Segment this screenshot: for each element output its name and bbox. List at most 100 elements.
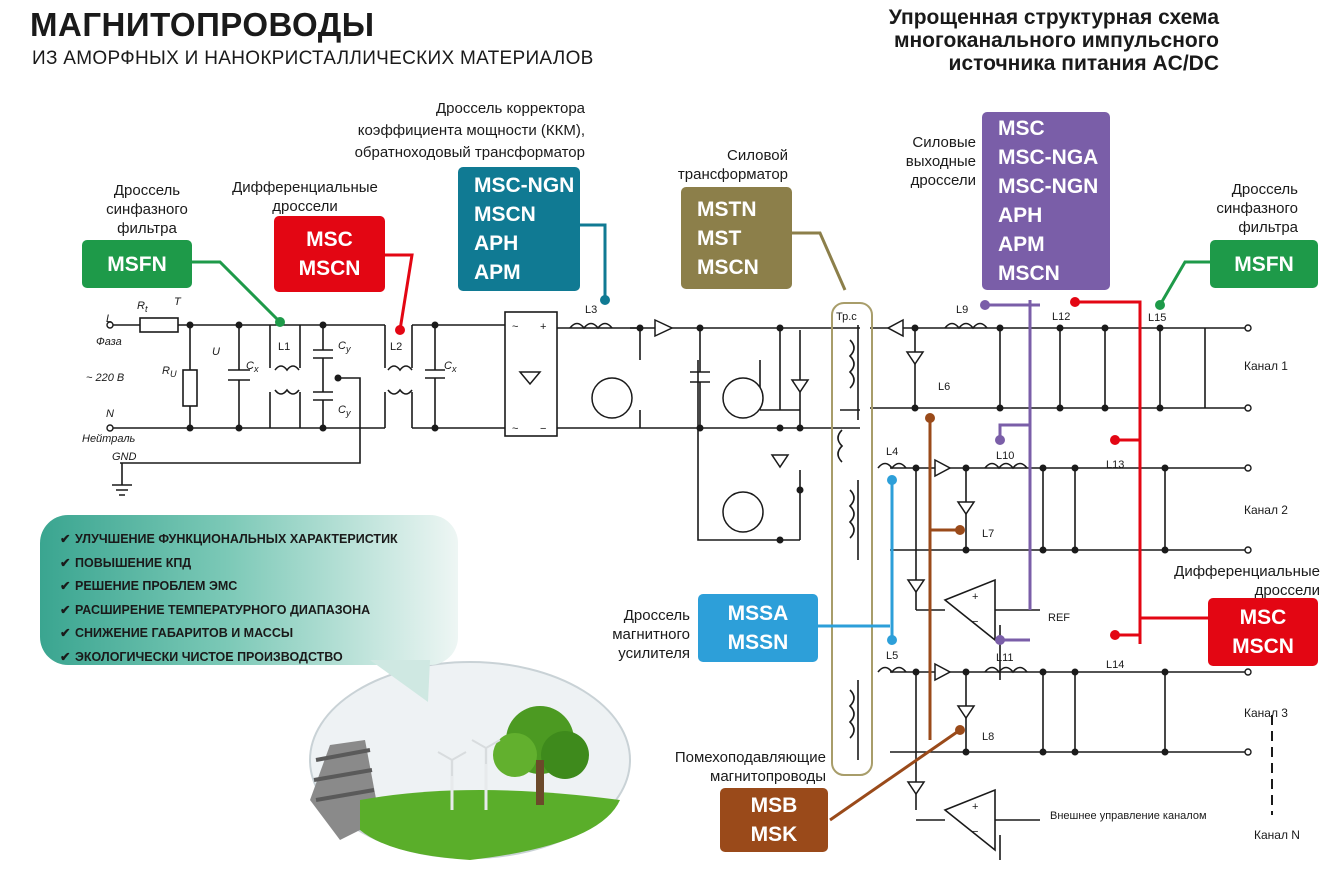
- cy-sub: y: [345, 408, 351, 419]
- mag-amp-caption: Дроссель магнитного усилителя: [590, 606, 690, 663]
- cx-letter: C: [444, 360, 452, 372]
- caption-line: Дифференциальные: [1174, 563, 1320, 580]
- product-label: MSC: [998, 117, 1045, 140]
- svg-text:+: +: [972, 801, 978, 813]
- caption-line: Дифференциальные: [232, 179, 378, 196]
- caption-line: дроссели: [910, 172, 976, 189]
- caption-line: Силовые: [912, 134, 976, 151]
- output-chokes-box: MSC MSC-NGA MSC-NGN APH APM MSCN: [982, 112, 1110, 290]
- pfc-caption: Дроссель корректора коэффициента мощност…: [300, 98, 585, 164]
- product-label: MSCN: [474, 203, 536, 226]
- ru-letter: R: [162, 365, 170, 377]
- input-N-label: N: [106, 408, 114, 420]
- diff-right-caption: Дифференциальные дроссели: [1140, 562, 1320, 600]
- product-label: MSK: [750, 823, 798, 846]
- product-label: MSSN: [727, 631, 789, 654]
- benefit-item: ✔СНИЖЕНИЕ ГАБАРИТОВ И МАССЫ: [60, 622, 398, 646]
- svg-text:+: +: [972, 591, 978, 603]
- label-L8: L8: [982, 731, 995, 743]
- product-label: MSTN: [697, 197, 757, 221]
- mosfets: [591, 377, 764, 533]
- label-L11: L11: [996, 652, 1014, 664]
- caption-line: Дроссель: [623, 607, 690, 624]
- benefit-text: ЭКОЛОГИЧЕСКИ ЧИСТОЕ ПРОИЗВОДСТВО: [75, 649, 343, 664]
- label-L14: L14: [1106, 659, 1125, 671]
- scheme-title-line: Упрощенная структурная схема: [888, 6, 1219, 29]
- benefit-item: ✔РАСШИРЕНИЕ ТЕМПЕРАТУРНОГО ДИАПАЗОНА: [60, 599, 398, 623]
- cy-label: Cy: [338, 404, 351, 418]
- suppress-box: MSB MSK: [720, 788, 828, 852]
- benefits-bubble: [40, 515, 458, 665]
- voltage-label: ~ 220 В: [86, 372, 125, 384]
- label-L12: L12: [1052, 311, 1071, 323]
- benefit-item: ✔РЕШЕНИЕ ПРОБЛЕМ ЭМС: [60, 575, 398, 599]
- rt-label: Rt: [137, 300, 148, 314]
- cm-filter-right-caption: Дроссель синфазного фильтра: [1200, 180, 1298, 237]
- cx-sub: x: [253, 364, 259, 375]
- svg-text:~: ~: [512, 423, 518, 435]
- label-L10: L10: [996, 450, 1015, 462]
- caption-line: фильтра: [117, 220, 177, 237]
- caption-line: магнитного: [612, 626, 690, 643]
- junction-dots: [186, 321, 1169, 756]
- product-label: MSC: [306, 228, 353, 251]
- u-label: U: [212, 346, 220, 358]
- cx-label: Cx: [246, 360, 259, 374]
- power-tr-box: MSTN MST MSCN: [681, 187, 792, 289]
- output-chokes-caption: Силовые выходные дроссели: [880, 133, 976, 190]
- channel-n-label: Канал N: [1254, 828, 1300, 842]
- channel-2-label: Канал 2: [1244, 503, 1288, 517]
- label-L7: L7: [982, 528, 995, 540]
- page-subtitle: ИЗ АМОРФНЫХ И НАНОКРИСТАЛЛИЧЕСКИХ МАТЕРИ…: [32, 48, 594, 69]
- caption-line: синфазного: [106, 201, 188, 218]
- benefit-item: ✔ ЭКОЛОГИЧЕСКИ ЧИСТОЕ ПРОИЗВОДСТВО: [60, 646, 398, 670]
- bridge-marks: ~+~− +−+−: [512, 321, 978, 838]
- check-icon: ✔: [60, 649, 71, 664]
- product-label: MSC-NGA: [998, 146, 1099, 169]
- callout-leader-dots: [275, 295, 1165, 735]
- light-bulb-illustration: [309, 661, 631, 860]
- product-label: APM: [998, 233, 1045, 256]
- cy-label: Cy: [338, 340, 351, 354]
- label-L1: L1: [278, 341, 291, 353]
- diodes: [518, 318, 976, 796]
- cm-filter-left-box: MSFN: [82, 240, 192, 288]
- diff-right-box: MSC MSCN: [1208, 598, 1318, 666]
- neutral-label: Нейтраль: [82, 433, 136, 445]
- caption-line: дроссели: [272, 198, 338, 215]
- label-trc: Тр.с: [836, 311, 857, 323]
- caption-line: Силовой: [727, 147, 788, 164]
- ru-sub: U: [169, 369, 177, 380]
- product-label: MSCN: [1232, 635, 1294, 658]
- label-L13: L13: [1106, 459, 1125, 471]
- svg-text:+: +: [540, 321, 546, 333]
- mag-amp-box: MSSA MSSN: [698, 594, 818, 662]
- product-label: MSCN: [697, 255, 759, 279]
- product-label: APH: [998, 204, 1043, 227]
- check-icon: ✔: [60, 626, 71, 640]
- suppress-caption: Помехоподавляющие магнитопроводы: [620, 748, 826, 786]
- rt-sub: t: [144, 304, 148, 315]
- check-icon: ✔: [60, 602, 71, 617]
- caption-line: усилителя: [618, 645, 690, 662]
- t-label: T: [174, 296, 181, 308]
- product-label: MSC-NGN: [998, 175, 1099, 198]
- svg-text:−: −: [972, 616, 978, 628]
- label-L3: L3: [585, 304, 598, 316]
- benefit-item: ✔УЛУЧШЕНИЕ ФУНКЦИОНАЛЬНЫХ ХАРАКТЕРИСТИК: [60, 528, 398, 552]
- product-label: APM: [474, 261, 521, 284]
- page-title: МАГНИТОПРОВОДЫ: [30, 6, 375, 43]
- phase-label: Фаза: [96, 336, 122, 348]
- diff-left-box: MSC MSCN: [274, 216, 385, 292]
- product-label: MST: [697, 226, 742, 250]
- caption-line: выходные: [905, 153, 976, 170]
- label-L6: L6: [938, 381, 951, 393]
- check-icon: ✔: [60, 579, 71, 593]
- svg-text:−: −: [540, 423, 546, 435]
- power-tr-caption: Силовой трансформатор: [650, 146, 788, 184]
- check-icon: ✔: [60, 532, 71, 546]
- label-L5: L5: [886, 650, 899, 662]
- ru-label: RU: [162, 365, 177, 379]
- channel-3-label: Канал 3: [1244, 706, 1288, 720]
- scheme-title-line: источника питания AC/DC: [948, 52, 1219, 75]
